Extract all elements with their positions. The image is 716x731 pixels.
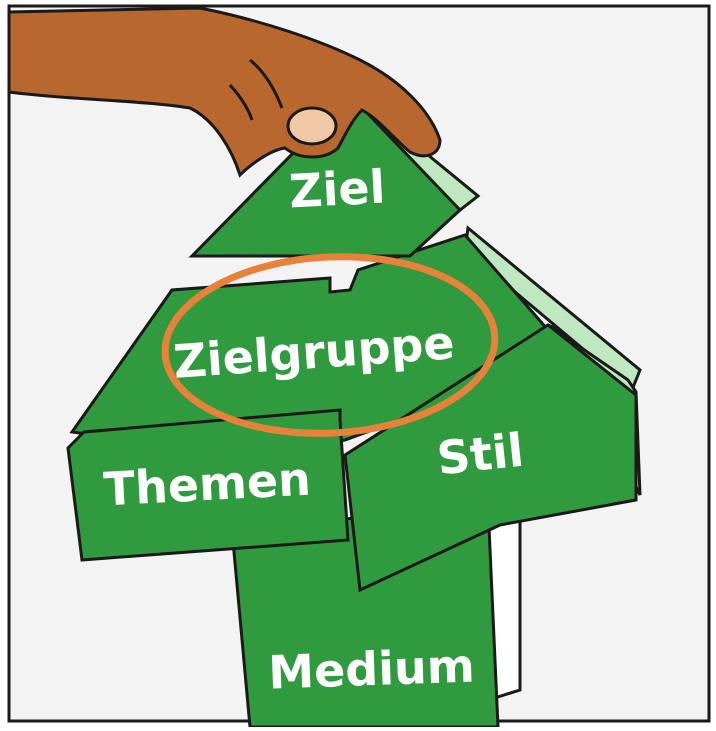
thumbnail-nail: [288, 108, 336, 144]
label-medium: Medium: [267, 638, 475, 699]
label-themen: Themen: [102, 452, 312, 517]
label-ziel: Ziel: [288, 160, 387, 219]
label-stil: Stil: [434, 423, 526, 486]
